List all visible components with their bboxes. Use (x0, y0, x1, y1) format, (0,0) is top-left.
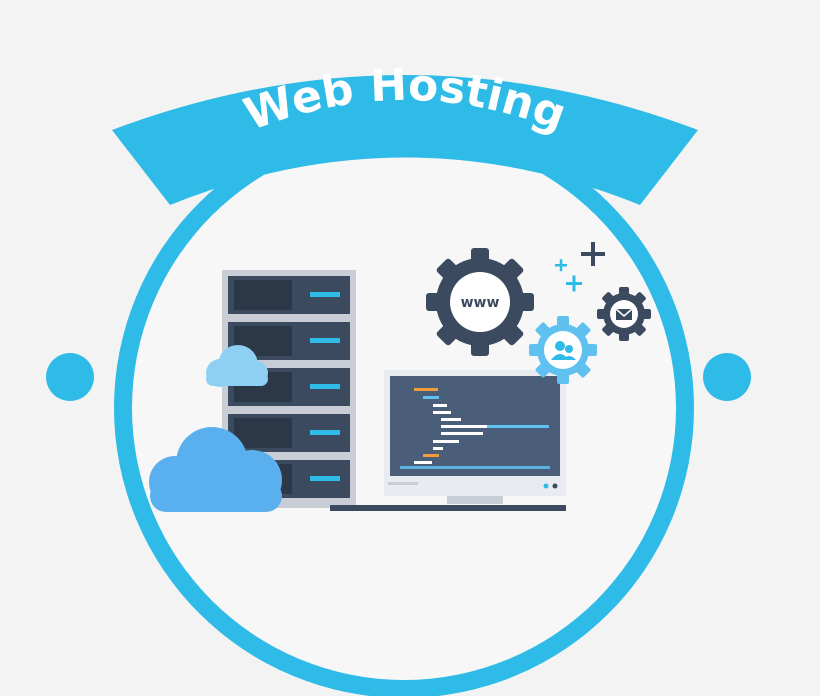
mail-gear-icon (597, 287, 651, 341)
monitor-icon (384, 370, 566, 504)
desk-line (330, 505, 566, 511)
www-label: www (461, 295, 500, 311)
plus-icon-large (581, 242, 605, 266)
plus-icon-small (555, 259, 567, 272)
users-icon (551, 341, 576, 360)
left-dot-icon (46, 353, 94, 401)
www-gear-icon: www (426, 248, 534, 356)
title-ribbon (112, 75, 698, 205)
mail-icon (615, 308, 633, 320)
code-lines (400, 388, 550, 469)
users-gear-icon (529, 316, 597, 384)
small-cloud-icon (206, 345, 268, 387)
right-dot-icon (703, 353, 751, 401)
plus-icon-medium (566, 275, 582, 292)
large-cloud-icon (149, 427, 282, 512)
